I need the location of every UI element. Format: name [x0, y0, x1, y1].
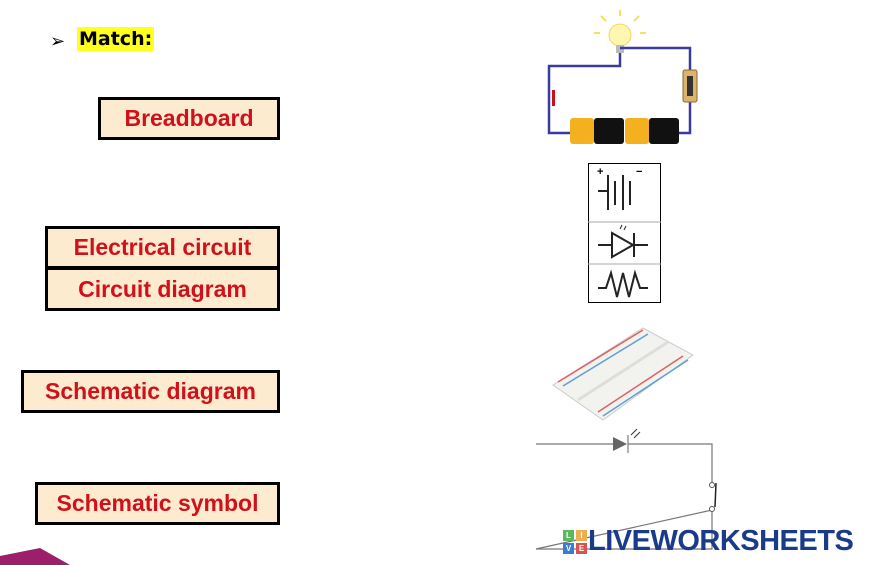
logo-text: LIVEWORKSHEETS [588, 525, 854, 557]
term-electrical-circuit[interactable]: Electrical circuit [45, 226, 280, 269]
schematic-symbols-image[interactable]: + − [588, 163, 661, 303]
term-breadboard[interactable]: Breadboard [98, 97, 280, 140]
breadboard-image[interactable] [548, 320, 698, 425]
term-circuit-diagram[interactable]: Circuit diagram [45, 267, 280, 311]
led-symbol-icon [598, 224, 648, 259]
battery-symbol-icon [598, 175, 631, 210]
term-schematic-diagram[interactable]: Schematic diagram [21, 370, 280, 413]
schematic-diagram-image[interactable] [533, 425, 718, 560]
battery-minus-label: − [636, 166, 642, 178]
decorative-corner-shape [0, 548, 70, 565]
battery-plus-label: + [597, 166, 603, 178]
electrical-circuit-image[interactable] [540, 8, 710, 148]
resistor-symbol-icon [598, 269, 648, 298]
bullet-arrow-icon: ➢ [50, 31, 66, 51]
term-schematic-symbol[interactable]: Schematic symbol [35, 482, 280, 525]
instruction-title: Match: [77, 27, 155, 51]
